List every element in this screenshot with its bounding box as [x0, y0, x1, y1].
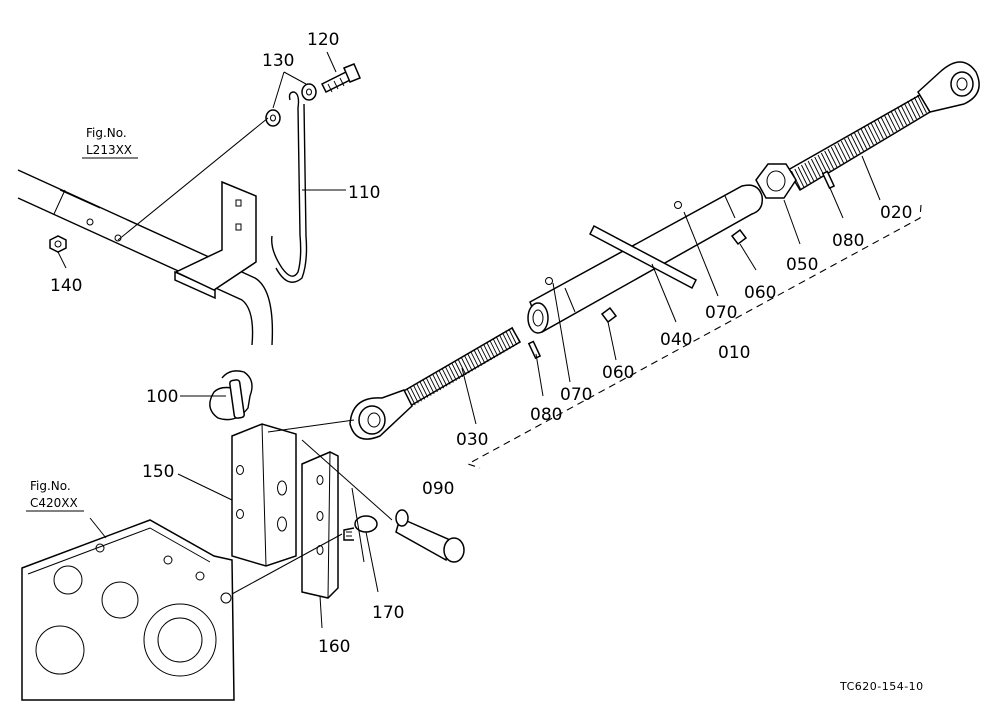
- label-050: 050: [786, 255, 818, 275]
- clevis-pin-090: [395, 509, 465, 563]
- lynch-pin-100: [209, 370, 253, 421]
- label-140: 140: [50, 276, 82, 296]
- label-040: 040: [660, 330, 692, 350]
- fig-reference-c420: Fig.No. C420XX: [26, 479, 84, 512]
- lock-nut-050: [755, 163, 797, 199]
- label-060-left: 060: [602, 363, 634, 383]
- bracket-160: [301, 451, 339, 599]
- spring-pin-080-right: [821, 170, 836, 190]
- label-030: 030: [456, 430, 488, 450]
- label-100: 100: [146, 387, 178, 407]
- ref-c420-line2: C420XX: [30, 496, 78, 510]
- label-110: 110: [348, 183, 380, 203]
- grease-fitting-060-left: [600, 306, 618, 324]
- label-120: 120: [307, 30, 339, 50]
- spring-rod-110: [271, 91, 308, 283]
- ref-c420-line1: Fig.No.: [30, 479, 71, 493]
- ref-l213-line2: L213XX: [86, 143, 132, 157]
- tube-040: [527, 184, 764, 334]
- bracket-plate: [174, 180, 257, 291]
- label-020: 020: [880, 203, 912, 223]
- washer-130-right: [301, 83, 317, 101]
- grease-fitting-060-right: [730, 228, 748, 246]
- label-070-right: 070: [705, 303, 737, 323]
- assembly-outline-010: [466, 204, 922, 469]
- threaded-rod-020: [786, 61, 980, 192]
- label-170: 170: [372, 603, 404, 623]
- label-130: 130: [262, 51, 294, 71]
- threaded-rod-030: [349, 326, 522, 440]
- transmission-housing: [21, 519, 235, 701]
- part-labels: 120 130 110 140 020 080 050 060 070 040 …: [50, 30, 912, 657]
- label-010: 010: [718, 343, 750, 363]
- washer-130-left: [265, 109, 281, 127]
- bracket-150: [231, 423, 297, 567]
- frame-rail: [17, 169, 274, 346]
- label-080-right: 080: [832, 231, 864, 251]
- label-090: 090: [422, 479, 454, 499]
- label-080-left: 080: [530, 405, 562, 425]
- leader-lines: [53, 51, 881, 629]
- label-160: 160: [318, 637, 350, 657]
- fig-reference-l213: Fig.No. L213XX: [82, 126, 138, 159]
- label-060-right: 060: [744, 283, 776, 303]
- ref-l213-line1: Fig.No.: [86, 126, 127, 140]
- label-070-left: 070: [560, 385, 592, 405]
- bolt-120: [320, 63, 361, 94]
- drawing-number: TC620-154-10: [839, 680, 924, 693]
- nut-140: [49, 235, 67, 253]
- label-150: 150: [142, 462, 174, 482]
- bolt-170: [343, 515, 378, 541]
- spring-pin-080-left: [527, 340, 542, 360]
